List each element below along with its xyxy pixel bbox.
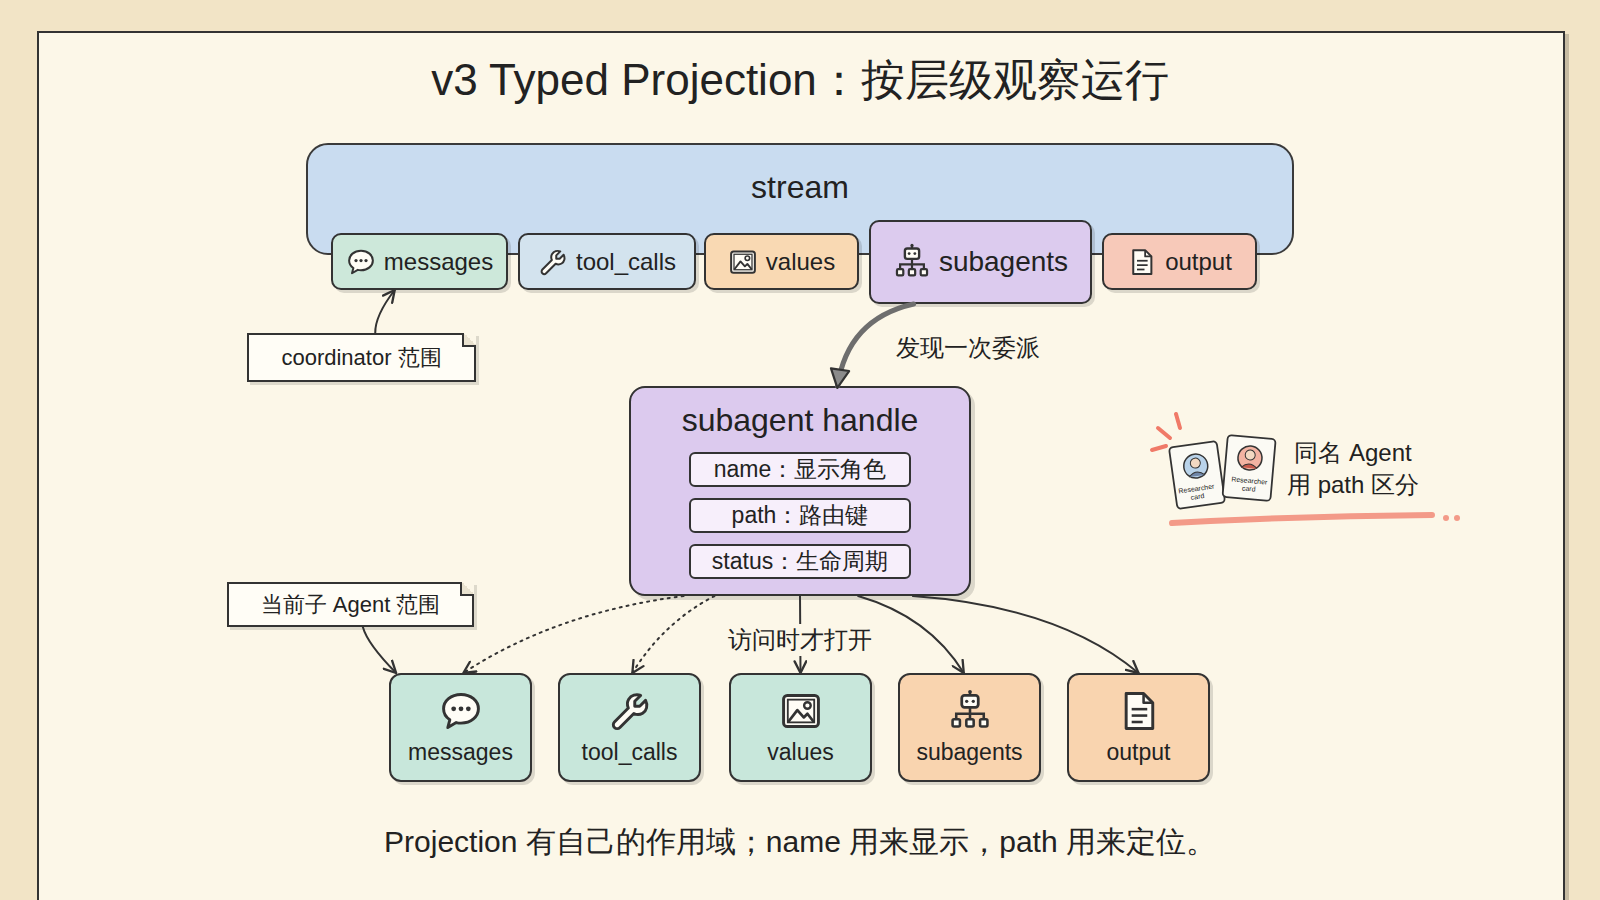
- bubble-icon: [346, 247, 376, 277]
- highlight-stroke: [1172, 515, 1432, 523]
- projection-chip: subagents: [869, 220, 1092, 304]
- researcher-card: [1169, 441, 1225, 509]
- projection-box: values: [729, 673, 872, 782]
- node-label: messages: [384, 248, 493, 276]
- scope-note: 当前子 Agent 范围: [227, 582, 474, 627]
- org-icon: [893, 243, 931, 281]
- doc-icon: [1117, 689, 1161, 733]
- node-label: status：生命周期: [712, 546, 888, 577]
- side-note: 同名 Agent 用 path 区分: [1283, 437, 1423, 501]
- node-label: name：显示角色: [714, 454, 887, 485]
- projection-chip: tool_calls: [518, 233, 696, 290]
- connector: [375, 290, 394, 333]
- node-label: path：路由键: [732, 500, 869, 531]
- handle-box: subagent handle name：显示角色 path：路由键 status：生…: [629, 386, 971, 596]
- connector: [363, 627, 396, 673]
- projection-box: subagents: [898, 673, 1041, 782]
- bubble-icon: [439, 689, 483, 733]
- highlight-dot: [1454, 515, 1460, 521]
- connector: [632, 596, 714, 673]
- wrench-icon: [608, 689, 652, 733]
- connector: [463, 596, 683, 673]
- node-label: values: [766, 248, 835, 276]
- image-icon: [728, 247, 758, 277]
- projection-chip: values: [704, 233, 859, 290]
- diagram-title: v3 Typed Projection：按层级观察运行: [0, 50, 1600, 110]
- field-row: name：显示角色: [689, 452, 911, 487]
- projection-chip: messages: [331, 233, 508, 290]
- node-label: coordinator 范围: [281, 343, 441, 373]
- field-row: status：生命周期: [689, 544, 911, 579]
- node-label: tool_calls: [582, 739, 678, 766]
- connector: [913, 596, 1139, 673]
- node-label: subagents: [916, 739, 1022, 766]
- node-label: tool_calls: [576, 248, 676, 276]
- scope-note: coordinator 范围: [247, 333, 476, 382]
- projection-box: messages: [389, 673, 532, 782]
- diagram-caption: Projection 有自己的作用域；name 用来显示，path 用来定位。: [0, 822, 1600, 862]
- node-label: output: [1107, 739, 1171, 766]
- edge-label: 访问时才打开: [725, 624, 875, 656]
- node-label: stream: [308, 169, 1292, 206]
- node-label: messages: [408, 739, 513, 766]
- projection-box: output: [1067, 673, 1210, 782]
- highlight-dot: [1443, 515, 1449, 521]
- org-icon: [948, 689, 992, 733]
- node-label: subagent handle: [631, 402, 969, 439]
- projection-chip: output: [1102, 233, 1257, 290]
- node-label: 当前子 Agent 范围: [261, 590, 441, 620]
- stream-band: streammessagestool_callsvaluessubagentso…: [306, 143, 1294, 255]
- image-icon: [779, 689, 823, 733]
- spark-marks: [1152, 414, 1180, 450]
- node-label: subagents: [939, 246, 1068, 278]
- doc-icon: [1127, 247, 1157, 277]
- edge-label: 发现一次委派: [893, 332, 1043, 364]
- wrench-icon: [538, 247, 568, 277]
- projection-box: tool_calls: [558, 673, 701, 782]
- researcher-card: [1222, 435, 1275, 501]
- node-label: values: [767, 739, 833, 766]
- field-row: path：路由键: [689, 498, 911, 533]
- node-label: output: [1165, 248, 1232, 276]
